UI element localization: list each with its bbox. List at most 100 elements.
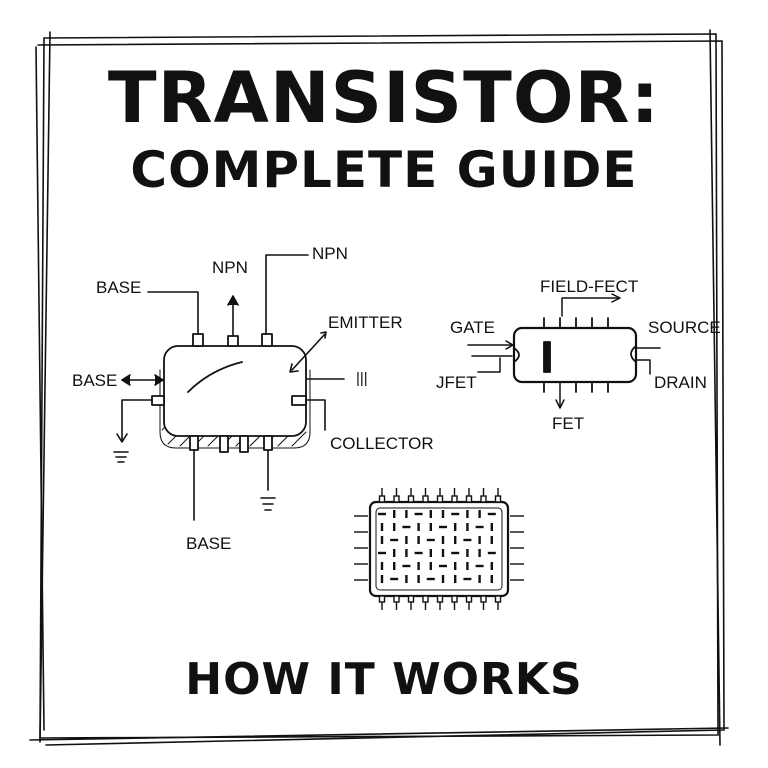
chip-pin-pad (422, 495, 429, 503)
chip-component-mark (451, 512, 460, 516)
chip-pin-pad (480, 495, 487, 503)
chip-component-mark (463, 538, 472, 542)
chip-component-mark (475, 564, 484, 568)
chip-component-mark (441, 510, 445, 518)
chip-component-mark (490, 523, 493, 531)
chip-component-mark (380, 575, 384, 583)
fet-package-icon (512, 317, 638, 393)
chip-component-mark (429, 562, 432, 570)
chip-pin-pad (378, 595, 386, 603)
chip-component-mark (454, 536, 457, 544)
chip-component-mark (441, 536, 445, 544)
chip-component-mark (380, 562, 384, 570)
chip-component-mark (454, 562, 457, 570)
chip-component-mark (426, 577, 435, 581)
bjt-package-icon (151, 333, 311, 453)
fet-label-gate: GATE (450, 318, 496, 337)
chip-component-mark (487, 512, 496, 516)
bjt-label-collector: COLLECTOR (330, 434, 434, 453)
fet-label-field-effect: FIELD-FECT (540, 277, 639, 296)
chip-component-mark (451, 551, 460, 555)
chip-component-mark (380, 536, 384, 544)
chip-pin-pad (480, 595, 487, 603)
chip-component-mark (441, 575, 445, 583)
chip-component-mark (393, 510, 396, 518)
chip-component-mark (414, 551, 423, 555)
chip-pin-pad (422, 595, 429, 603)
chip-component-mark (426, 538, 435, 542)
bjt-label-base-bottom: BASE (186, 534, 232, 553)
chip-component-mark (405, 510, 408, 518)
chip-component-mark (466, 562, 469, 570)
page-title: TRANSISTOR: (107, 57, 661, 139)
chip-component-mark (390, 577, 399, 581)
chip-component-mark (393, 549, 396, 557)
chip-component-mark (487, 551, 496, 555)
chip-pin-pad (494, 495, 502, 503)
chip-component-mark (466, 549, 469, 557)
chip-pin-pad (393, 595, 400, 603)
bjt-label-emitter: EMITTER (328, 313, 403, 332)
chip-component-mark (454, 523, 457, 531)
chip-component-mark (429, 510, 432, 518)
fet-label-jfet: JFET (436, 373, 477, 392)
bjt-label-npn-top: NPN (212, 258, 248, 277)
chip-pin-pad (451, 495, 458, 503)
chip-component-mark (478, 575, 481, 583)
chip-pin-pad (407, 595, 415, 603)
chip-component-mark (478, 536, 481, 544)
chip-component-mark (466, 523, 469, 531)
chip-component-mark (393, 523, 396, 531)
chip-component-mark (429, 549, 432, 557)
chip-component-mark (417, 536, 420, 544)
chip-pin-pad (465, 495, 473, 503)
chip-pin-pad (378, 495, 386, 503)
chip-component-mark (380, 523, 384, 531)
chip-pin-pad (436, 595, 444, 603)
chip-pin-pad (407, 495, 415, 503)
chip-component-mark (393, 562, 396, 570)
chip-component-mark (475, 525, 484, 529)
chip-component-mark (439, 525, 447, 529)
bjt-label-ground-mark: ||| (356, 370, 368, 387)
chip-component-mark (439, 564, 447, 568)
chip-pin-pad (465, 595, 473, 603)
chip-component-mark (478, 549, 481, 557)
chip-component-mark (454, 575, 457, 583)
chip-component-mark (490, 575, 493, 583)
chip-component-mark (490, 562, 493, 570)
chip-component-mark (402, 564, 411, 568)
chip-component-mark (405, 536, 408, 544)
fet-label-source: SOURCE (648, 318, 721, 337)
chip-component-mark (463, 577, 472, 581)
fet-label-fet: FET (552, 414, 585, 433)
footer-heading: HOW IT WORKS (185, 654, 583, 705)
page-subtitle: COMPLETE GUIDE (130, 141, 638, 199)
chip-component-mark (414, 512, 423, 516)
bjt-label-base-left: BASE (72, 371, 118, 390)
chip-component-mark (405, 549, 408, 557)
chip-component-mark (417, 575, 420, 583)
chip-component-mark (490, 536, 493, 544)
chip-component-mark (405, 575, 408, 583)
chip-component-mark (378, 551, 386, 555)
chip-component-mark (402, 525, 411, 529)
chip-component-mark (390, 538, 399, 542)
chip-pin-pad (451, 595, 458, 603)
chip-pin-pad (494, 595, 502, 603)
bjt-label-npn-right: NPN (312, 244, 348, 263)
fet-label-drain: DRAIN (654, 373, 707, 392)
chip-pin-pad (393, 495, 400, 503)
chip-pin-pad (436, 495, 444, 503)
chip-component-mark (478, 510, 481, 518)
chip-component-mark (417, 562, 420, 570)
chip-component-mark (378, 512, 386, 516)
chip-component-mark (429, 523, 432, 531)
chip-component-mark (417, 523, 420, 531)
chip-component-mark (441, 549, 445, 557)
chip-component-mark (466, 510, 469, 518)
